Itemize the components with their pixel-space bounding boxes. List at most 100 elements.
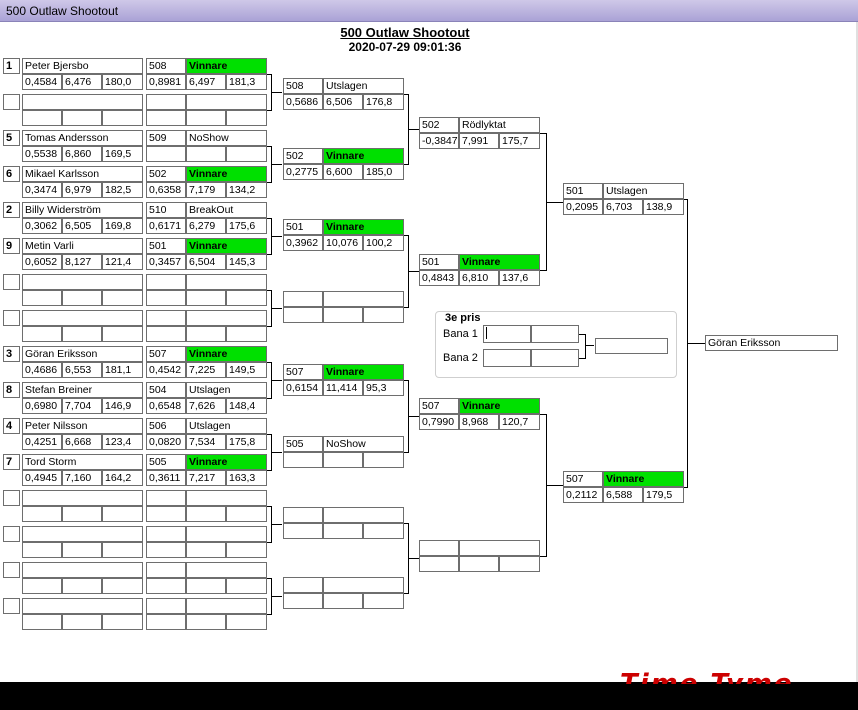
car-number[interactable]: 509 [146, 130, 186, 146]
car-number[interactable] [283, 507, 323, 523]
reaction-time: 0,3474 [22, 182, 62, 198]
elapsed-time: 6,979 [62, 182, 102, 198]
car-number[interactable] [283, 577, 323, 593]
window-title: 500 Outlaw Shootout [6, 4, 119, 18]
driver-name[interactable]: Mikael Karlsson [22, 166, 143, 182]
connector-line [540, 414, 546, 415]
reaction-time [419, 556, 459, 572]
car-number[interactable] [146, 598, 186, 614]
result-status: BreakOut [186, 202, 267, 218]
connector-line [404, 94, 408, 95]
speed-value [102, 290, 143, 306]
connector-line [546, 202, 563, 203]
car-number[interactable] [146, 526, 186, 542]
car-number[interactable]: 510 [146, 202, 186, 218]
driver-name[interactable]: Billy Widerström [22, 202, 143, 218]
speed-value: 148,4 [226, 398, 267, 414]
speed-value: 100,2 [363, 235, 404, 251]
speed-value: 169,5 [102, 146, 143, 162]
driver-name[interactable]: Peter Bjersbo [22, 58, 143, 74]
connector-line [271, 452, 282, 453]
connector-line [408, 271, 419, 272]
speed-value: 175,8 [226, 434, 267, 450]
driver-name[interactable]: Peter Nilsson [22, 418, 143, 434]
speed-value: 120,7 [499, 414, 540, 430]
seed-number: 2 [3, 202, 20, 218]
connector-line [404, 593, 408, 594]
car-number[interactable]: 501 [283, 219, 323, 235]
car-number[interactable]: 504 [146, 382, 186, 398]
result-status [186, 562, 267, 578]
car-number[interactable]: 506 [146, 418, 186, 434]
driver-name[interactable] [22, 94, 143, 110]
speed-value [102, 326, 143, 342]
car-number[interactable]: 501 [563, 183, 603, 199]
car-number[interactable]: 507 [419, 398, 459, 414]
car-number[interactable]: 502 [283, 148, 323, 164]
speed-value [226, 506, 267, 522]
driver-name[interactable]: Tomas Andersson [22, 130, 143, 146]
elapsed-time [62, 578, 102, 594]
car-number[interactable] [146, 94, 186, 110]
driver-name[interactable] [22, 310, 143, 326]
seed-number: 6 [3, 166, 20, 182]
result-status: NoShow [323, 436, 404, 452]
car-number[interactable] [419, 540, 459, 556]
lane-1-time-field[interactable] [531, 325, 579, 343]
reaction-time: 0,4945 [22, 470, 62, 486]
car-number[interactable]: 507 [283, 364, 323, 380]
result-status: Vinnare [186, 238, 267, 254]
car-number[interactable] [146, 490, 186, 506]
driver-name[interactable]: Göran Eriksson [22, 346, 143, 362]
title-bar[interactable]: 500 Outlaw Shootout [0, 0, 858, 22]
reaction-time: 0,0820 [146, 434, 186, 450]
car-number[interactable]: 507 [146, 346, 186, 362]
speed-value: 176,8 [363, 94, 404, 110]
car-number[interactable]: 507 [563, 471, 603, 487]
lane-2-time-field[interactable] [531, 349, 579, 367]
car-number[interactable] [146, 274, 186, 290]
seed-number: 9 [3, 238, 20, 254]
car-number[interactable]: 505 [146, 454, 186, 470]
elapsed-time [186, 326, 226, 342]
reaction-time [283, 593, 323, 609]
car-number[interactable]: 505 [283, 436, 323, 452]
car-number[interactable]: 502 [419, 117, 459, 133]
speed-value [226, 614, 267, 630]
driver-name[interactable] [22, 526, 143, 542]
result-status [186, 94, 267, 110]
reaction-time: 0,2095 [563, 199, 603, 215]
driver-name[interactable] [22, 598, 143, 614]
driver-name[interactable]: Stefan Breiner [22, 382, 143, 398]
connector-line [404, 164, 408, 165]
car-number[interactable]: 501 [146, 238, 186, 254]
driver-name[interactable]: Metin Varli [22, 238, 143, 254]
driver-name[interactable] [22, 274, 143, 290]
reaction-time [146, 110, 186, 126]
driver-name[interactable]: Tord Storm [22, 454, 143, 470]
lane-2-field[interactable] [483, 349, 531, 367]
elapsed-time: 8,968 [459, 414, 499, 430]
car-number[interactable]: 501 [419, 254, 459, 270]
lane-1-field[interactable] [483, 325, 531, 343]
car-number[interactable]: 502 [146, 166, 186, 182]
result-status [323, 291, 404, 307]
car-number[interactable]: 508 [283, 78, 323, 94]
car-number[interactable]: 508 [146, 58, 186, 74]
car-number[interactable] [146, 310, 186, 326]
reaction-time: 0,6358 [146, 182, 186, 198]
connector-line [579, 358, 585, 359]
driver-name[interactable] [22, 490, 143, 506]
car-number[interactable] [146, 562, 186, 578]
elapsed-time [186, 290, 226, 306]
third-place-result[interactable] [595, 338, 668, 354]
car-number[interactable] [283, 291, 323, 307]
connector-line [684, 199, 687, 200]
speed-value: 181,1 [102, 362, 143, 378]
connector-line [267, 254, 271, 255]
speed-value [226, 542, 267, 558]
speed-value [102, 614, 143, 630]
elapsed-time: 7,626 [186, 398, 226, 414]
reaction-time [22, 578, 62, 594]
driver-name[interactable] [22, 562, 143, 578]
